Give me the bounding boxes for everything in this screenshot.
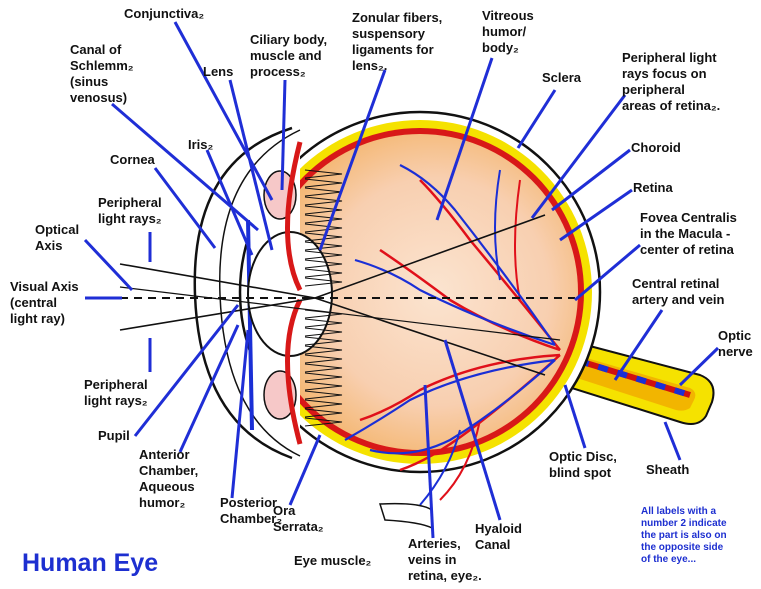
leader-sclera	[518, 90, 555, 148]
label-peripheral-focus: Peripheral light rays focus on periphera…	[622, 50, 720, 114]
footnote: All labels with a number 2 indicate the …	[641, 506, 727, 566]
label-visual-axis: Visual Axis (central light ray)	[10, 279, 79, 327]
label-sclera: Sclera	[542, 70, 581, 86]
eye-muscle-shape	[380, 504, 432, 528]
label-hyaloid-canal: Hyaloid Canal	[475, 521, 522, 553]
label-eye-muscle: Eye muscle₂	[294, 553, 371, 569]
label-peripheral-rays-bottom: Peripheral light rays₂	[84, 377, 148, 409]
label-lens: Lens	[203, 64, 233, 80]
label-vitreous-humor: Vitreous humor/ body₂	[482, 8, 534, 56]
label-choroid: Choroid	[631, 140, 681, 156]
label-fovea-centralis: Fovea Centralis in the Macula - center o…	[640, 210, 737, 258]
label-central-retinal: Central retinal artery and vein	[632, 276, 725, 308]
leader-posterior-chamber	[232, 330, 248, 498]
label-optical-axis: Optical Axis	[35, 222, 79, 254]
label-optic-disc: Optic Disc, blind spot	[549, 449, 617, 481]
label-sheath: Sheath	[646, 462, 689, 478]
label-anterior-chamber: Anterior Chamber, Aqueous humor₂	[139, 447, 198, 511]
leader-peripheral-focus	[532, 95, 625, 218]
label-peripheral-rays-top: Peripheral light rays₂	[98, 195, 162, 227]
label-optic-nerve: Optic nerve	[718, 328, 753, 360]
label-iris: Iris₂	[188, 137, 213, 153]
label-ciliary-body: Ciliary body, muscle and process₂	[250, 32, 327, 80]
label-zonular-fibers: Zonular fibers, suspensory ligaments for…	[352, 10, 442, 74]
label-cornea: Cornea	[110, 152, 155, 168]
label-pupil: Pupil	[98, 428, 130, 444]
label-retina: Retina	[633, 180, 673, 196]
leader-sheath	[665, 422, 680, 460]
label-canal-of-schlemm: Canal of Schlemm₂ (sinus venosus)	[70, 42, 134, 106]
diagram-title: Human Eye	[22, 549, 158, 578]
label-conjunctiva: Conjunctiva₂	[124, 6, 204, 22]
leader-optic-disc	[565, 385, 585, 448]
label-arteries-veins: Arteries, veins in retina, eye₂.	[408, 536, 482, 584]
label-ora-serrata: Ora Serrata₂	[273, 503, 324, 535]
